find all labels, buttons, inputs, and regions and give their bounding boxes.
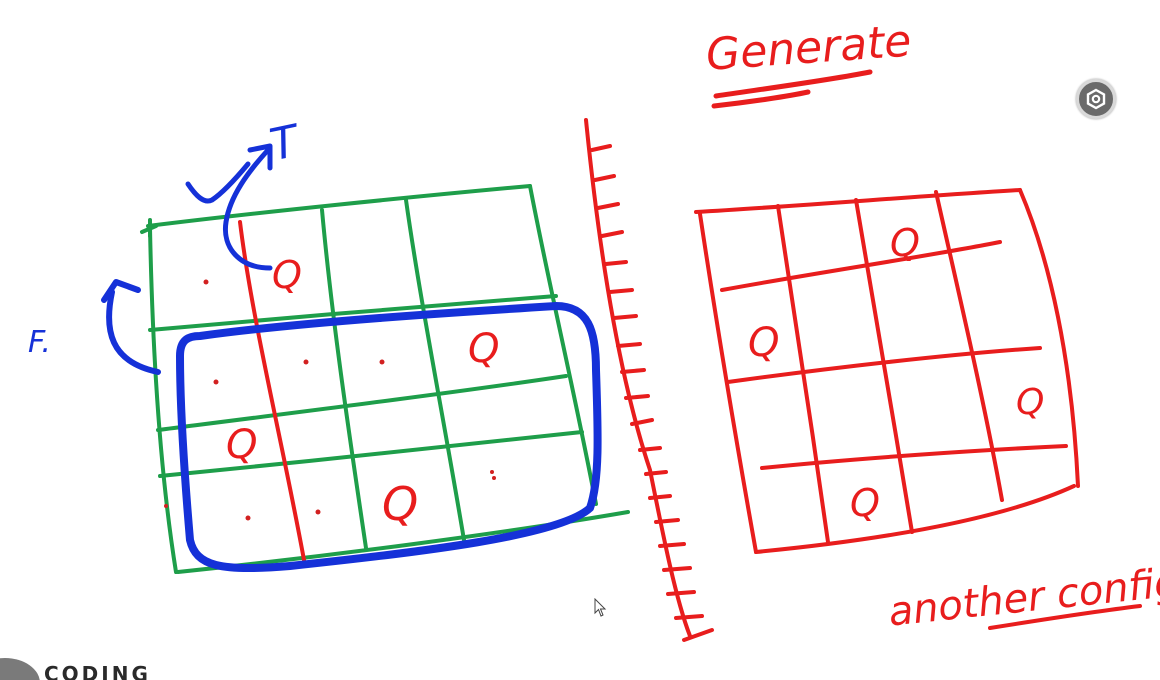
- right-grid-left: [698, 212, 758, 554]
- left-board-dots: [164, 279, 496, 521]
- left-dot: [203, 279, 209, 285]
- right-grid-hline-4: [760, 444, 1068, 470]
- left-label-f: F.: [28, 325, 51, 360]
- title-generate: Generate: [704, 16, 913, 81]
- left-dot: [492, 476, 496, 480]
- logo-text: CODING: [44, 662, 151, 680]
- divider-hatch: [590, 144, 714, 642]
- right-board-cells: Q Q Q Q: [748, 221, 1044, 525]
- title-underline: [711, 69, 873, 109]
- left-dot: [315, 509, 321, 515]
- bottom-note-underline: [988, 604, 1142, 630]
- mouse-pointer-icon: [594, 597, 608, 622]
- left-queen-r1c2: Q: [272, 253, 302, 297]
- logo-arc-shape: [0, 658, 40, 680]
- right-grid-top: [694, 188, 1022, 214]
- left-grid-vline-2: [320, 208, 368, 550]
- left-grid-corner-tick: [140, 218, 158, 238]
- left-dot: [303, 359, 309, 365]
- right-grid-hline-3: [726, 346, 1042, 384]
- left-grid-vline-4: [528, 184, 598, 506]
- right-queen-r3c4: Q: [1016, 382, 1044, 423]
- left-dot: [213, 379, 219, 385]
- right-grid-vline-2: [776, 204, 830, 544]
- left-dot: [164, 504, 168, 508]
- left-grid-vline-3: [404, 198, 466, 542]
- left-grid-vline-1: [148, 226, 178, 574]
- left-dot: [490, 470, 494, 474]
- right-queen-r2c1: Q: [748, 320, 779, 366]
- brand-logo: CODING: [0, 656, 170, 680]
- right-grid-hline-2: [720, 240, 1002, 292]
- blue-selection-box: [176, 302, 602, 573]
- right-grid-vline-3: [854, 198, 914, 534]
- settings-gear-icon: [1086, 88, 1106, 110]
- settings-button[interactable]: [1076, 79, 1116, 119]
- left-board-cells: Q Q Q Q: [164, 253, 499, 531]
- blue-arrowhead-top: [247, 143, 273, 171]
- divider-main-line: [584, 118, 692, 638]
- left-grid-hline-3: [156, 374, 568, 432]
- left-dot: [379, 359, 385, 365]
- right-board-grid: [694, 188, 1080, 554]
- left-queen-r4c3: Q: [382, 477, 418, 531]
- left-queen-r2c4: Q: [468, 326, 499, 372]
- left-grid-hline-2: [148, 294, 558, 332]
- right-queen-r1c3: Q: [890, 221, 920, 265]
- left-dot: [245, 515, 251, 521]
- blue-check-mark: [185, 161, 251, 204]
- right-grid-vline-4: [934, 190, 1004, 502]
- blue-curved-arrow-top: [222, 147, 273, 271]
- blue-arrowhead-left: [101, 279, 141, 303]
- left-queen-r3c1: Q: [226, 422, 257, 468]
- left-grid-hline-1: [146, 184, 532, 228]
- red-divider-wall: [584, 118, 714, 642]
- left-grid-hline-4: [158, 430, 584, 478]
- right-grid-bottom: [754, 484, 1076, 554]
- right-grid-right: [1018, 188, 1080, 488]
- right-queen-r4c2: Q: [850, 481, 880, 525]
- blue-curved-arrow-left: [106, 289, 161, 375]
- blue-annotations: [101, 143, 602, 573]
